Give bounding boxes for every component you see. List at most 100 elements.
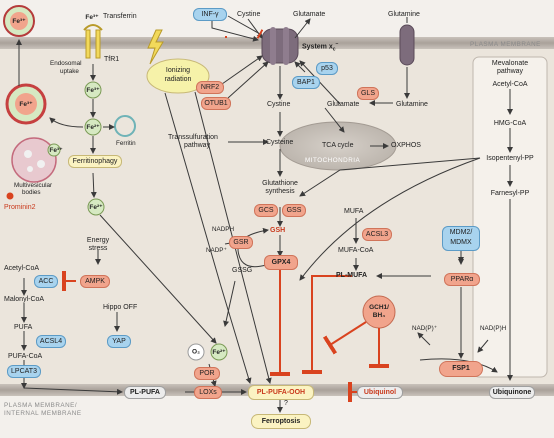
prominin2-label: Prominin2 [4,204,36,211]
por-pill: POR [194,367,220,380]
pl-mufa-label: PL-MUFA [336,272,368,279]
ferritin-label: Ferritin [116,140,136,147]
fe3-outside-label: Fe³⁺ [12,18,26,25]
tca-label: TCA cycle [322,142,354,149]
gch1-label: GCH1/BH₄ [369,304,389,319]
pufa-coa-label: PUFA-CoA [8,353,43,360]
glutamate-outside-label: Glutamate [293,11,326,18]
radiation-bolt [147,29,164,65]
plasma-membrane-bottom-label-2: INTERNAL MEMBRANE [4,410,82,417]
glutamine-transporter [399,24,415,66]
gsh-synthesis-label-2: synthesis [265,188,295,195]
transsulfuration-label-1: Transsulfuration [168,134,218,141]
transsulfuration-label-2: pathway [184,142,211,149]
radiation-oval [146,58,210,94]
nadp-plus-label: NAD(P)⁺ [412,325,438,332]
cystine-inside-label: Cystine [267,101,291,108]
gcs-pill: GCS [254,204,278,217]
ferritin-ring [114,115,136,137]
ubiquinone-box: Ubiquinone [489,386,535,399]
fe3-endosome-1 [84,81,102,99]
ipp-label: Isopentenyl-PP [486,155,534,162]
mevalonate-title-2: pathway [496,68,524,75]
radiation-label-2: radiation [164,76,192,83]
ubiquinol-box: Ubiquinol [357,386,403,399]
fe3-transferrin-label: Fe³⁺ [85,14,99,21]
mitochondria-label: MITOCHONDRIA [305,157,361,164]
energy-stress-label-2: stress [88,245,108,252]
question-label: ? [284,400,288,407]
fe-vesicle-a [47,143,61,157]
endosome-circle [5,83,47,125]
oxphos-label: OXPHOS [391,142,421,149]
fe2-lipid-label: Fe²⁺ [212,349,226,356]
hmg-coa-label: HMG-CoA [493,120,527,127]
multivesicular-label-2: bodies [22,189,41,196]
gpx4-pill: GPX4 [264,255,298,270]
nadph-label: NADPH [212,226,235,233]
gsr-pill: GSR [229,236,253,249]
fe2-cytosol [87,198,105,216]
glutamine-inside-label: Glutamine [396,101,428,108]
o2-circle [187,343,205,361]
fe2-lipid [210,343,228,361]
prominin2-dot [6,192,14,200]
acc-pill: ACC [34,275,58,288]
plasma-membrane-label: PLASMA MEMBRANE [470,41,541,48]
gsh-label: GSH [270,227,286,234]
radiation-label-1: Ionizing [165,67,191,74]
tfr1-label: TfR1 [104,56,120,63]
lpcat3-pill: LPCAT3 [7,365,41,378]
mdm2-pill: MDM2/MDMX [442,226,480,251]
fpp-label: Farnesyl-PP [490,190,530,197]
glutamate-inside-label: Glutamate [327,101,360,108]
energy-stress-label-1: Energy [86,237,110,244]
malonyl-coa-label: Malonyl-CoA [4,296,45,303]
cystine-outside-label: Cystine [237,11,261,18]
ampk-pill: AMPK [80,275,110,288]
fe2-cytosol-label: Fe²⁺ [89,204,103,211]
system-xc-transporter [261,27,299,65]
tfr1-receptor [83,24,103,59]
mev-acetyl-coa-label: Acetyl-CoA [492,81,528,88]
fe3-endosome-2 [84,118,102,136]
pufa-label: PUFA [14,324,33,331]
p53-pill: p53 [316,62,338,75]
ppara-pill: PPARα [444,273,480,286]
bap1-pill: BAP1 [292,76,320,89]
fsp1-pill: FSP1 [439,361,483,377]
multivesicular-body [11,137,57,183]
nadph-right-label: NAD(P)H [480,325,507,332]
loxs-pill: LOXs [194,386,222,399]
fe3-endosome-label: Fe³⁺ [86,87,100,94]
endosomal-label-1: Endosomal [50,60,82,67]
cysteine-label: Cysteine [266,139,294,146]
pl-pufa-box: PL-PUFA [124,386,166,399]
iron-vesicle-top [3,5,35,37]
pl-pufa-ooh-box: PL-PUFA-OOH [248,385,314,400]
ferroptosis-box: Ferroptosis [251,414,311,429]
fe2-endosome-label: Fe²⁺ [86,124,100,131]
mevalonate-title-1: Mevalonate [491,60,529,67]
fe3-mvb-label: Fe³⁺ [49,147,63,154]
mitochondria-shape [279,121,397,171]
gss-pill: GSS [282,204,306,217]
endosomal-label-2: uptake [60,68,79,75]
o2-label: O₂ [192,348,200,356]
gls-pill: GLS [357,87,379,100]
nrf2-pill: NRF2 [196,81,224,94]
acsl4-pill: ACSL4 [36,335,66,348]
hippo-label: Hippo OFF [103,304,138,311]
ferritinophagy-box: Ferritinophagy [68,155,122,168]
inf-gamma-pill: INF-γ [193,8,227,21]
glutamine-outside-label: Glutamine [388,11,420,18]
plasma-membrane-bottom-label-1: PLASMA MEMBRANE/ [4,402,78,409]
transferrin-label: Transferrin [103,13,137,20]
gsh-synthesis-label-1: Glutathione [262,180,298,187]
acsl3-pill: ACSL3 [362,228,392,241]
nadp-label: NADP⁺ [206,247,227,254]
otub1-pill: OTUB1 [201,97,231,110]
multivesicular-label-1: Multivesicular [14,182,53,189]
